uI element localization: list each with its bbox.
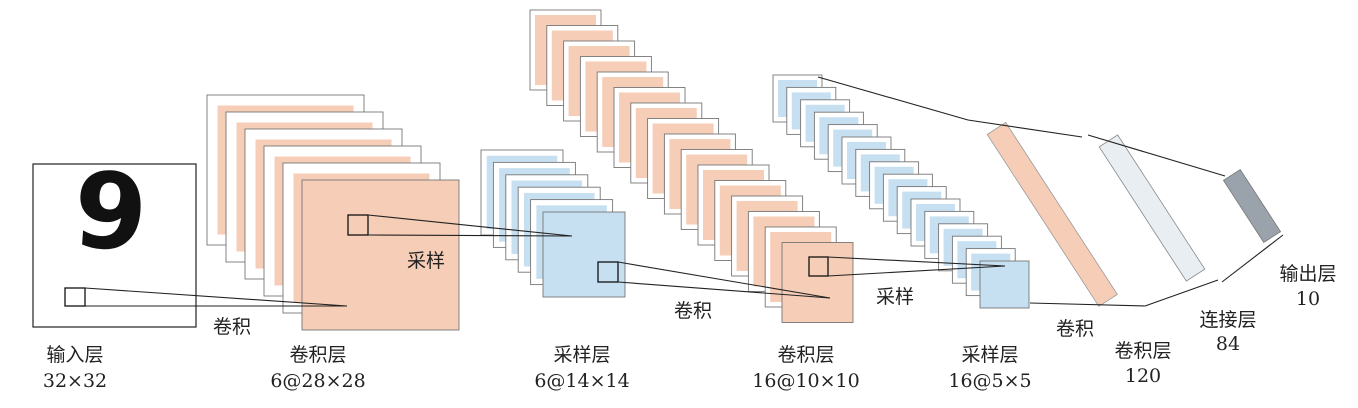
layer-name: 卷积层 [777, 344, 834, 366]
op-label-pool2: 采样 [407, 250, 445, 272]
input-image: 9 [33, 149, 196, 327]
layer-size: 6@28×28 [270, 370, 365, 392]
feature-map [543, 212, 625, 297]
layer-label-s4: 采样层 16@5×5 [948, 344, 1031, 392]
layer-size: 6@14×14 [534, 370, 629, 392]
input-digit: 9 [70, 149, 151, 276]
layer-size: 16@10×10 [752, 370, 859, 392]
feature-map [980, 261, 1029, 308]
fc6-vector [1099, 135, 1205, 281]
layer-label-input: 输入层 32×32 [43, 344, 107, 392]
op-label-conv3: 卷积 [674, 300, 712, 322]
layer-label-f6: 连接层 84 [1199, 309, 1256, 355]
layer-name: 采样层 [961, 344, 1018, 366]
layer-label-c1: 卷积层 6@28×28 [270, 344, 365, 392]
layer-size: 10 [1296, 288, 1320, 310]
layer-name: 卷积层 [289, 344, 346, 366]
op-label-conv5: 卷积 [1056, 318, 1094, 340]
layer-name: 连接层 [1199, 309, 1256, 331]
conv1-feature-maps [207, 95, 459, 330]
layer-size: 16@5×5 [948, 370, 1031, 392]
layer-label-c5: 卷积层 120 [1114, 340, 1171, 387]
layer-label-output: 输出层 10 [1279, 263, 1336, 310]
layer-size: 120 [1125, 365, 1161, 387]
layer-size: 32×32 [43, 370, 107, 392]
layer-size: 84 [1216, 333, 1240, 355]
layer-label-c3: 卷积层 16@10×10 [752, 344, 859, 392]
op-label-conv1: 卷积 [213, 316, 251, 338]
layer-name: 输出层 [1279, 263, 1336, 285]
layer-name: 采样层 [553, 344, 610, 366]
layer-label-s2: 采样层 6@14×14 [534, 344, 629, 392]
output-vector [1223, 170, 1280, 243]
op-label-pool4: 采样 [876, 286, 914, 308]
feature-map [782, 243, 853, 323]
layer-name: 卷积层 [1114, 340, 1171, 362]
pool2-feature-maps [481, 150, 625, 297]
layer-name: 输入层 [46, 344, 103, 366]
